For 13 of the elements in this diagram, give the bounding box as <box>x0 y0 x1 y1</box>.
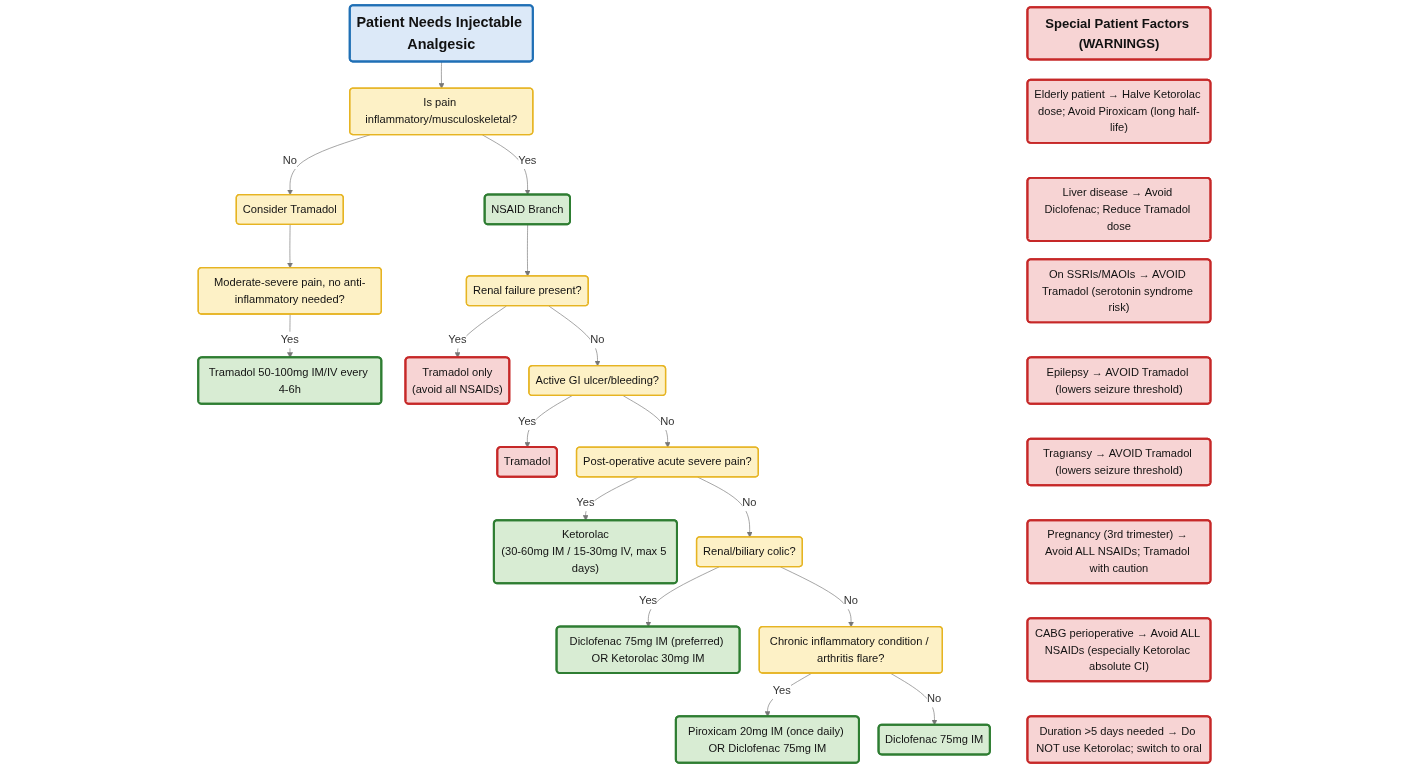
edge-label: No <box>282 153 297 167</box>
edge-label: Yes <box>447 333 467 346</box>
edge-label: No <box>926 692 941 705</box>
edge-label: No <box>659 414 675 428</box>
edge-label: Yes <box>517 153 537 167</box>
edge-label: Yes <box>638 594 657 607</box>
edge-label: No <box>589 333 604 346</box>
edge-label: Yes <box>517 414 536 428</box>
edge-label: Yes <box>772 684 791 697</box>
edge-label: No <box>843 594 858 607</box>
edge-label: Yes <box>280 333 299 346</box>
edge-label: No <box>741 496 757 509</box>
edge-label: Yes <box>575 496 595 509</box>
